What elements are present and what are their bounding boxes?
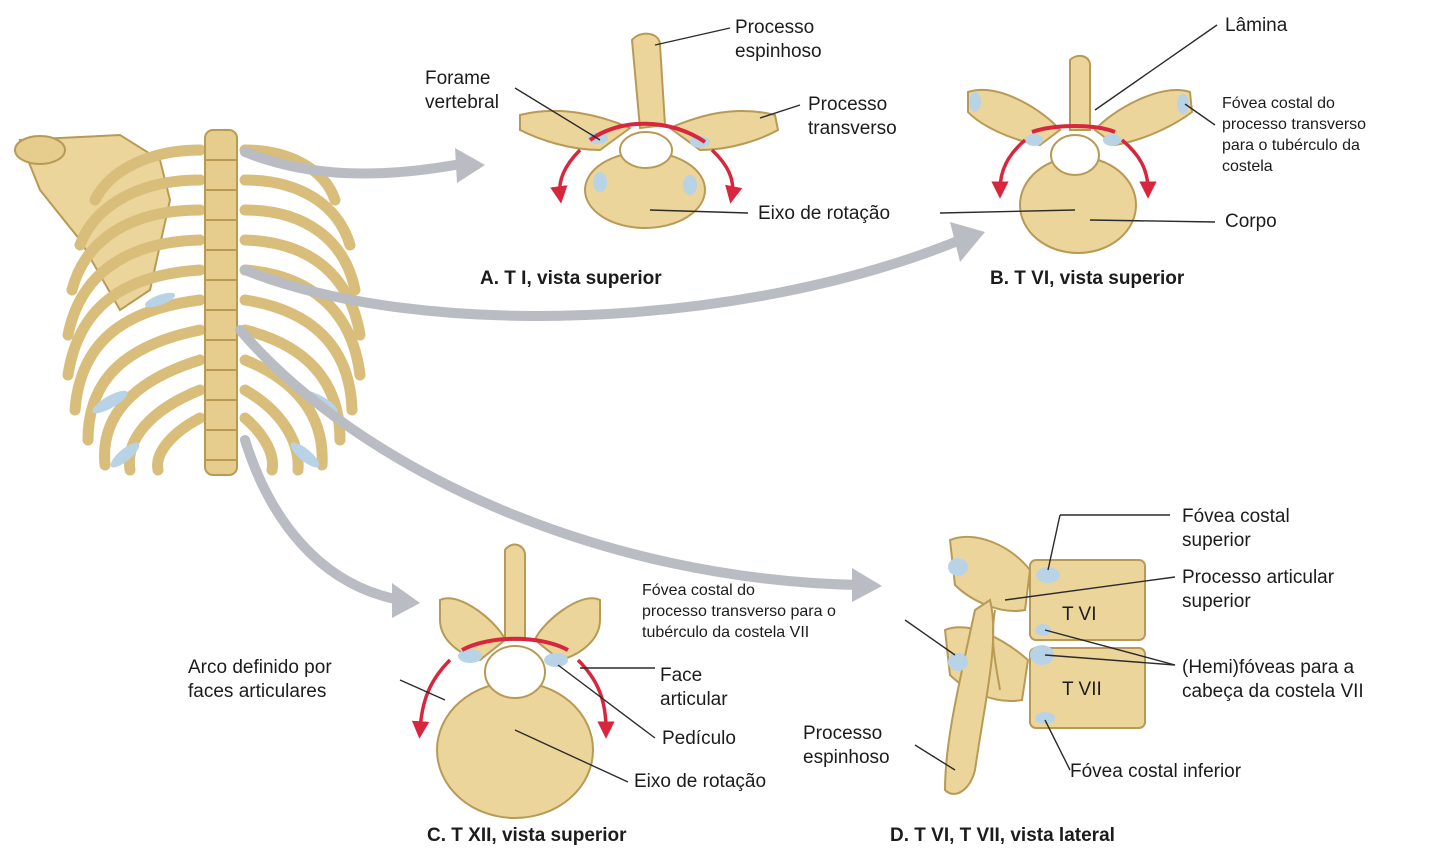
label-c-arc: Arco definido por faces articulares bbox=[188, 656, 332, 704]
label-d-tvii: T VII bbox=[1062, 678, 1102, 702]
label-b-lamina: Lâmina bbox=[1225, 14, 1287, 38]
vertebrae-t6-t7-lateral bbox=[945, 537, 1145, 794]
label-c-pedicle: Pedículo bbox=[662, 727, 736, 751]
caption-c: C. T XII, vista superior bbox=[427, 825, 627, 847]
label-c-articular-facet: Face articular bbox=[660, 664, 728, 712]
label-b-body: Corpo bbox=[1225, 210, 1277, 234]
caption-a: A. T I, vista superior bbox=[480, 268, 662, 290]
vertebra-t6 bbox=[968, 56, 1192, 253]
label-a-vertebral-foramen: Forame vertebral bbox=[425, 67, 499, 115]
label-d-superior-costal-fovea: Fóvea costal superior bbox=[1182, 505, 1290, 553]
label-a-spinous-process: Processo espinhoso bbox=[735, 16, 822, 64]
label-d-superior-articular-process: Processo articular superior bbox=[1182, 566, 1334, 614]
vertebra-t12 bbox=[420, 545, 606, 818]
label-a-transverse-process: Processo transverso bbox=[808, 93, 897, 141]
caption-b: B. T VI, vista superior bbox=[990, 268, 1184, 290]
label-d-spinous-process: Processo espinhoso bbox=[803, 722, 890, 770]
label-a-rotation-axis: Eixo de rotação bbox=[758, 202, 890, 226]
caption-d: D. T VI, T VII, vista lateral bbox=[890, 825, 1115, 847]
label-d-tvi: T VI bbox=[1062, 603, 1097, 627]
thoracic-cage bbox=[15, 130, 360, 475]
arrow-to-d bbox=[240, 330, 860, 585]
vertebral-column bbox=[205, 130, 237, 475]
label-b-costal-fovea-transverse: Fóvea costal do processo transverso para… bbox=[1222, 93, 1366, 177]
label-c-costal-fovea: Fóvea costal do processo transverso para… bbox=[642, 580, 836, 643]
label-d-hemifoveas: (Hemi)fóveas para a cabeça da costela VI… bbox=[1182, 656, 1364, 704]
pointer-arrowheads bbox=[392, 148, 985, 618]
label-c-rotation-axis: Eixo de rotação bbox=[634, 770, 766, 794]
label-d-inferior-costal-fovea: Fóvea costal inferior bbox=[1070, 760, 1241, 784]
